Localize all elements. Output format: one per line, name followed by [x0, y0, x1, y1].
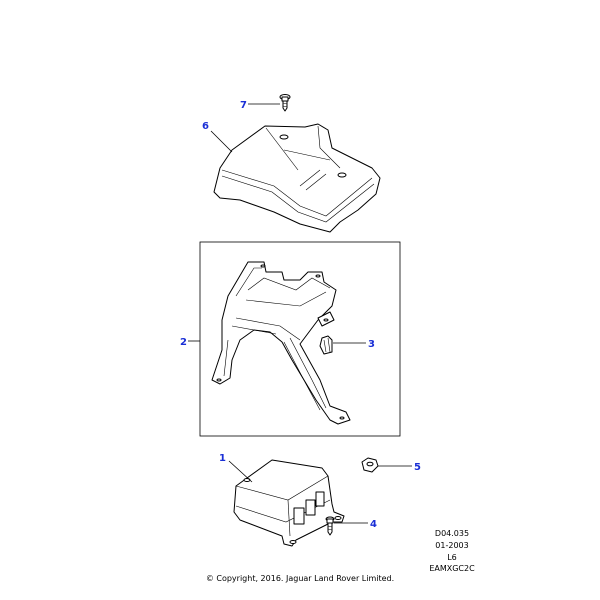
callout-2[interactable]: 2 — [180, 337, 187, 348]
leader-1 — [228, 460, 253, 483]
callout-5[interactable]: 5 — [414, 462, 421, 473]
diagram-code: EAMXGC2C — [429, 564, 475, 573]
callout-7[interactable]: 7 — [240, 100, 247, 111]
part-5-nut[interactable] — [361, 457, 379, 473]
leader-6 — [210, 130, 233, 153]
callout-4[interactable]: 4 — [370, 519, 377, 530]
part-3-clip[interactable] — [319, 335, 333, 355]
diagram-model: L6 — [447, 553, 457, 562]
callout-1[interactable]: 1 — [219, 453, 226, 464]
diagram-date: 01-2003 — [435, 541, 469, 550]
copyright-notice: © Copyright, 2016. Jaguar Land Rover Lim… — [205, 574, 395, 583]
part-1-module[interactable] — [233, 459, 345, 547]
callout-3[interactable]: 3 — [368, 339, 375, 350]
part-4-bolt[interactable] — [325, 516, 335, 536]
part-6-cover[interactable] — [213, 123, 381, 233]
part-7-screw[interactable] — [279, 94, 291, 112]
bracket-group-frame — [199, 241, 401, 437]
callout-6[interactable]: 6 — [202, 121, 209, 132]
part-2-bracket[interactable] — [211, 261, 351, 425]
diagram-ref: D04.035 — [434, 529, 470, 538]
